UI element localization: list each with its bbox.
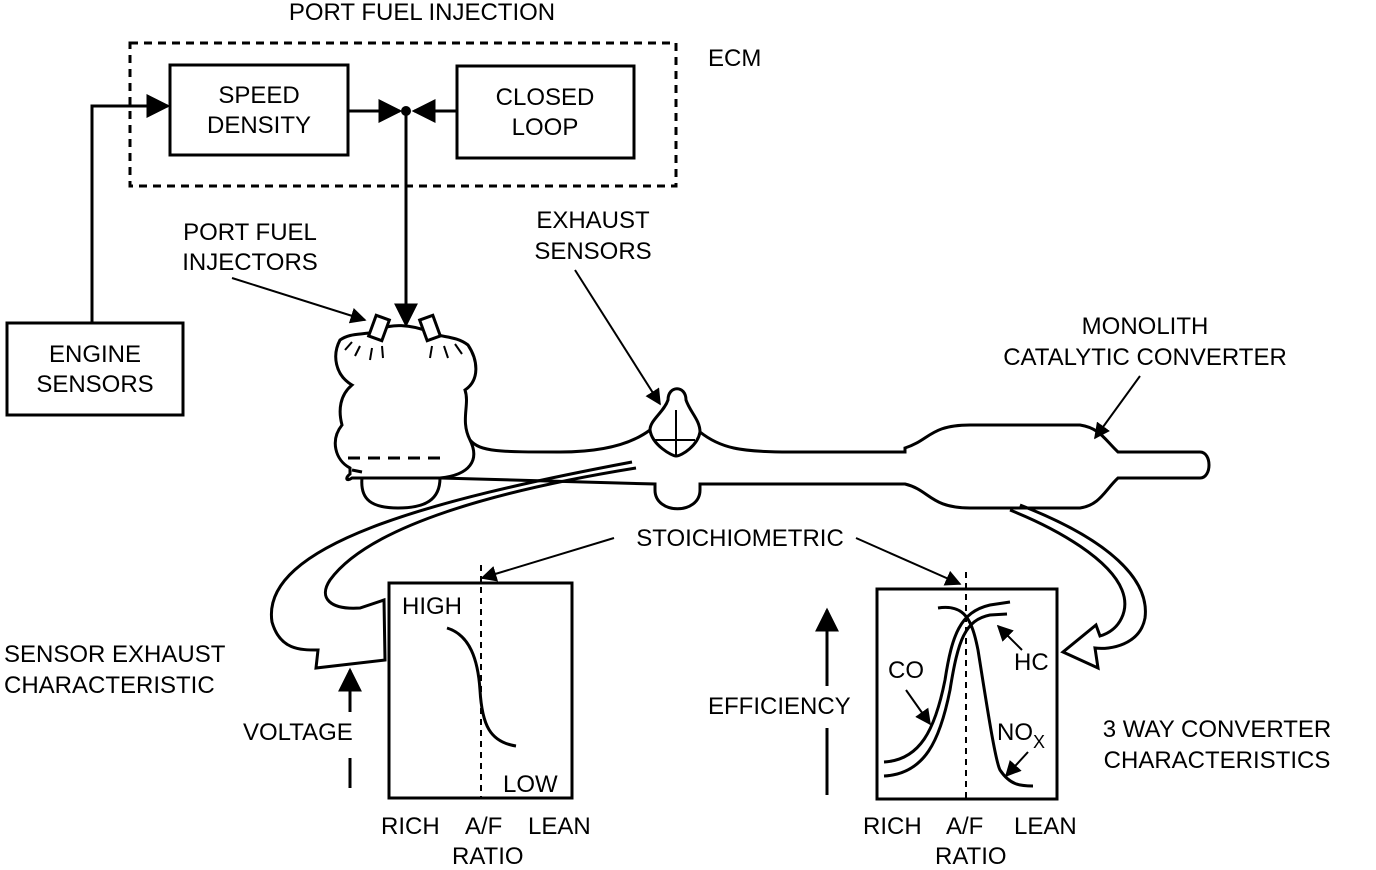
speed-density-line1: SPEED [218, 82, 299, 109]
engine-sensors-line1: ENGINE [49, 341, 141, 368]
ecm-label: ECM [708, 45, 761, 72]
ecm-boundary [128, 41, 678, 188]
exhaust-pipe-upper [439, 423, 1211, 511]
converter-chart-caption-line1: 3 WAY CONVERTER [1103, 716, 1332, 743]
converter-curved-arrow [1009, 503, 1147, 671]
converter-line2: CATALYTIC CONVERTER [1003, 344, 1287, 371]
right-injector-icon [417, 313, 443, 343]
exhaust-sensor-icon [648, 387, 702, 458]
ecm-heading: PORT FUEL INJECTION [289, 0, 555, 26]
exhaust-pipe-lower [351, 468, 363, 474]
efficiency-label: EFFICIENCY [708, 693, 851, 720]
spray-marks [344, 341, 463, 361]
sensor-chart-caption-line1: SENSOR EXHAUST [4, 641, 226, 668]
sensor-chart-caption-line2: CHARACTERISTIC [4, 672, 215, 699]
port-fuel-injectors-line1: PORT FUEL [183, 219, 317, 246]
sensor-x-lean: LEAN [528, 813, 591, 840]
engine-lower-case [360, 477, 442, 510]
engine-sensors-line2: SENSORS [36, 371, 153, 398]
converter-chart-caption-line2: CHARACTERISTICS [1104, 747, 1331, 774]
converter-x-lean: LEAN [1014, 813, 1077, 840]
engine-sensors-feed-line [90, 94, 171, 323]
sensor-x-af: A/F [465, 813, 502, 840]
sensor-low-label: LOW [503, 771, 558, 798]
co-pointer-arrow [905, 689, 931, 726]
left-injector-icon [366, 313, 392, 343]
co-curve [883, 600, 1011, 764]
voltage-label: VOLTAGE [243, 719, 353, 746]
closed-loop-box [455, 64, 636, 160]
hc-curve [883, 612, 1008, 778]
engine-sensors-box [5, 321, 185, 417]
converter-x-ratio: RATIO [935, 843, 1007, 870]
exhaust-sensors-line2: SENSORS [534, 238, 651, 265]
nox-curve [937, 605, 1034, 788]
closed-loop-line1: CLOSED [496, 84, 595, 111]
sensor-curved-arrow [269, 460, 637, 670]
converter-pointer-arrow [1094, 375, 1141, 440]
nox-main-text: NO [997, 719, 1033, 746]
nox-subscript: X [1033, 732, 1045, 752]
nox-label: NOX [997, 719, 1045, 752]
closed-loop-line2: LOOP [512, 114, 579, 141]
co-label: CO [888, 657, 924, 684]
speed-density-line2: DENSITY [207, 112, 311, 139]
sensor-x-ratio: RATIO [452, 843, 524, 870]
stoichiometric-label: STOICHIOMETRIC [636, 525, 844, 552]
sensor-x-rich: RICH [381, 813, 440, 840]
sensor-high-label: HIGH [402, 593, 462, 620]
nox-pointer-arrow [1004, 751, 1029, 778]
exhaust-sensors-line1: EXHAUST [536, 207, 650, 234]
stoich-arrow-left [480, 537, 615, 582]
hc-pointer-arrow [996, 624, 1023, 651]
stoich-arrow-right [855, 537, 962, 586]
port-fuel-injectors-line2: INJECTORS [182, 249, 318, 276]
exhaust-sensors-pointer-arrow [574, 269, 661, 406]
hc-label: HC [1014, 649, 1049, 676]
converter-line1: MONOLITH [1082, 313, 1209, 340]
sensor-voltage-curve [446, 626, 517, 748]
speed-density-box [168, 63, 350, 157]
converter-x-rich: RICH [863, 813, 922, 840]
injectors-pointer-arrow [231, 277, 367, 324]
converter-x-af: A/F [946, 813, 983, 840]
